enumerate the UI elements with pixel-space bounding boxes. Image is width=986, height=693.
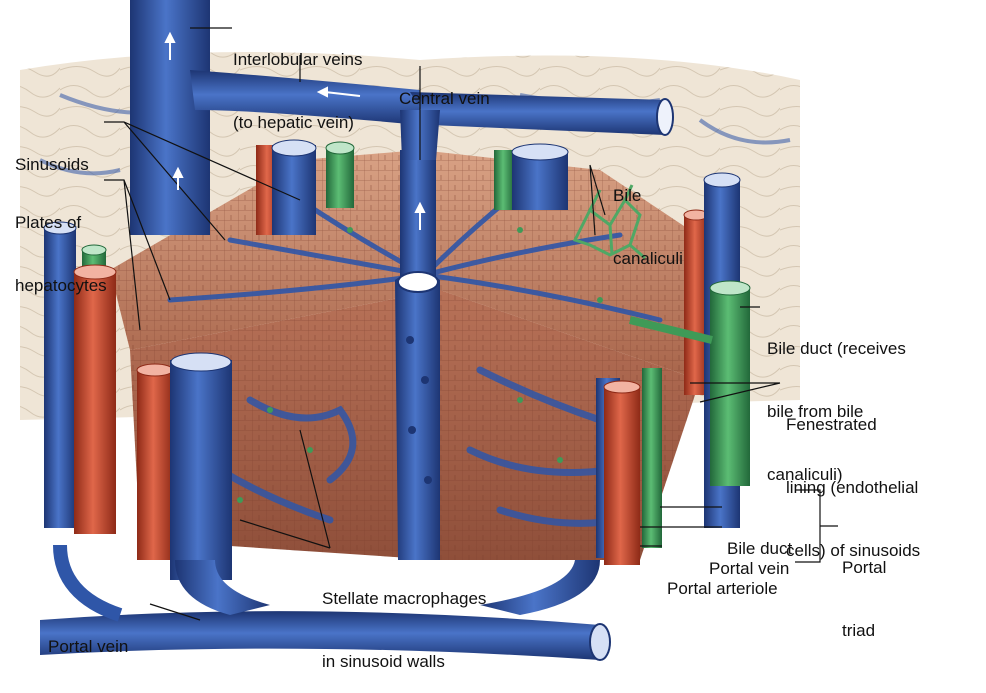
label-portal-arteriole: Portal arteriole [667, 579, 778, 598]
liver-lobule-illustration [20, 0, 838, 661]
label-plates-of-hepatocytes: Plates of hepatocytes [15, 213, 107, 295]
label-stellate-macrophages: Stellate macrophages in sinusoid walls [322, 589, 487, 671]
label-bile-canaliculi: Bile canaliculi [613, 186, 683, 268]
interlobular-veins [130, 0, 674, 235]
label-sinusoids: Sinusoids [15, 155, 89, 174]
label-bile-duct: Bile duct [727, 539, 793, 558]
portal-triads-top [256, 139, 569, 235]
central-vein [395, 150, 440, 560]
bile-canaliculi-network [572, 184, 646, 260]
portal-triad-right [596, 172, 751, 565]
portal-triad-left [43, 221, 232, 580]
flow-arrows [164, 31, 426, 230]
leader-lines [104, 27, 838, 621]
label-interlobular-veins: Interlobular veins (to hepatic vein) [233, 50, 363, 132]
label-portal-vein-triad: Portal vein [709, 559, 790, 578]
label-fenestrated-lining: Fenestrated lining (endothelial cells) o… [786, 415, 921, 560]
portal-vein-bottom [40, 544, 611, 661]
label-bile-duct-receives: Bile duct (receives bile from bile canal… [767, 339, 906, 484]
label-portal-triad: Portal triad [842, 558, 887, 640]
label-central-vein: Central vein [399, 89, 490, 108]
label-portal-vein: Portal vein [48, 637, 129, 656]
